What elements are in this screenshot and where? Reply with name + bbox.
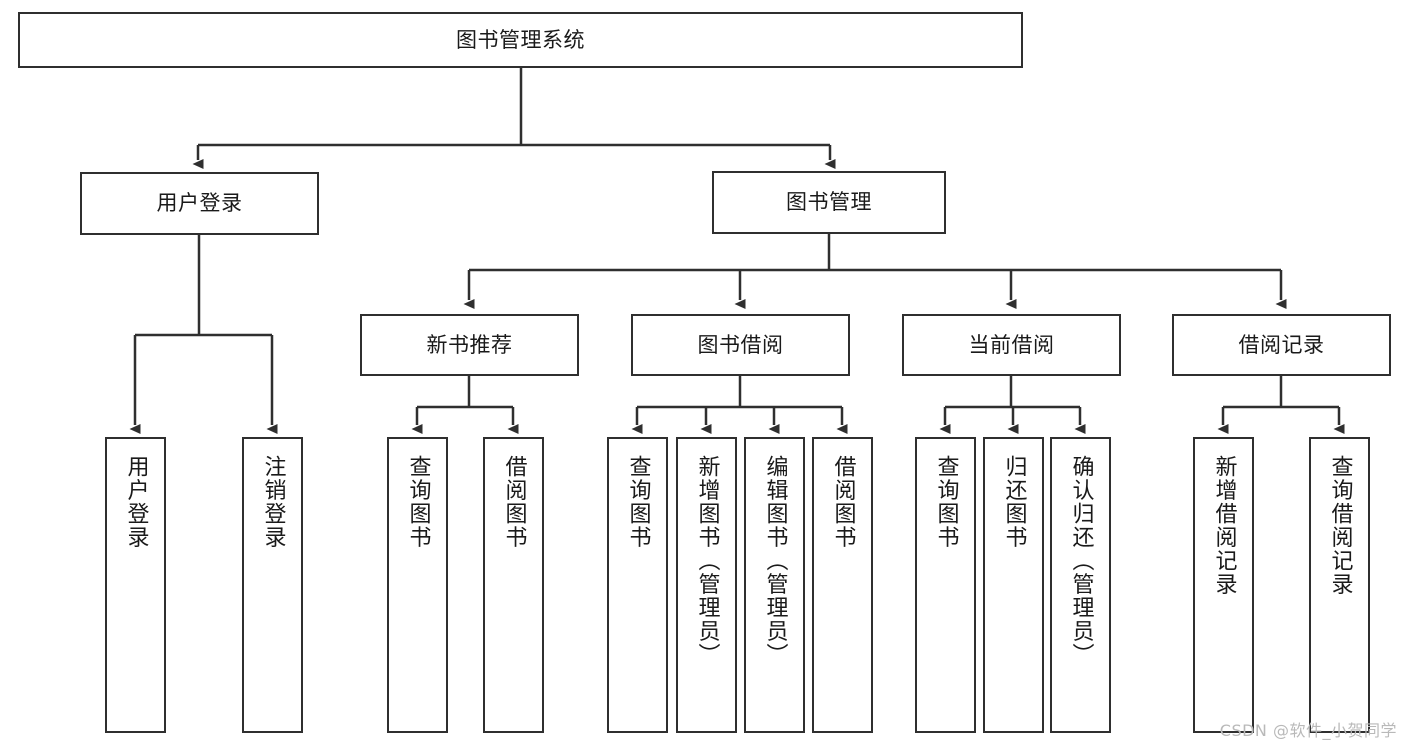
edge-borrow-to-leaves [631,375,848,434]
node-label: 查询图书 [933,455,959,549]
node-root-system[interactable]: 图书管理系统 [18,12,1023,68]
edge-user-login-to-leaves [129,235,278,434]
node-label: 归还图书 [1001,455,1027,549]
node-label: 借阅图书 [830,455,856,549]
node-borrow-record[interactable]: 借阅记录 [1172,314,1391,376]
leaf-borrow-book-newbook[interactable]: 借阅图书 [483,437,544,733]
leaf-add-borrow-record[interactable]: 新增借阅记录 [1193,437,1254,733]
leaf-return-book[interactable]: 归还图书 [983,437,1044,733]
edge-new-book-to-leaves [411,375,519,434]
leaf-confirm-return-admin[interactable]: 确认归还（管理员） [1050,437,1111,733]
leaf-borrow-book[interactable]: 借阅图书 [812,437,873,733]
edge-current-borrow-to-leaves [939,375,1086,434]
node-label: 当前借阅 [968,332,1055,357]
node-label: 图书管理 [786,190,872,215]
leaf-query-borrow-record[interactable]: 查询借阅记录 [1309,437,1370,733]
node-label: 查询图书 [625,455,651,549]
leaf-query-book-newbook[interactable]: 查询图书 [387,437,448,733]
node-label: 用户登录 [123,455,149,549]
node-label: 用户登录 [156,191,243,216]
watermark-text: CSDN @软件_小贺同学 [1219,721,1397,740]
node-new-book-recommend[interactable]: 新书推荐 [360,314,579,376]
edge-borrow-record-to-leaves [1217,375,1345,434]
leaf-query-book-borrow[interactable]: 查询图书 [607,437,668,733]
node-book-borrow[interactable]: 图书借阅 [631,314,850,376]
leaf-query-book-current[interactable]: 查询图书 [915,437,976,733]
leaf-logout[interactable]: 注销登录 [242,437,303,733]
node-current-borrow[interactable]: 当前借阅 [902,314,1121,376]
node-label: 借阅图书 [501,455,527,549]
node-label: 确认归还（管理员） [1068,455,1094,667]
edge-book-mgmt-to-level3 [463,233,1287,309]
node-label: 查询借阅记录 [1327,455,1353,596]
node-label: 注销登录 [260,455,286,549]
node-label: 图书管理系统 [456,27,585,52]
node-label: 新书推荐 [426,332,513,357]
node-label: 编辑图书（管理员） [762,455,788,667]
node-label: 借阅记录 [1238,332,1325,357]
node-label: 查询图书 [405,455,431,549]
node-label: 新增借阅记录 [1211,455,1237,596]
node-book-management[interactable]: 图书管理 [712,171,946,234]
leaf-edit-book-admin[interactable]: 编辑图书（管理员） [744,437,805,733]
node-label: 图书借阅 [697,332,784,357]
node-label: 新增图书（管理员） [694,455,720,667]
node-user-login[interactable]: 用户登录 [80,172,319,235]
edge-root-to-level2 [192,68,836,169]
leaf-add-book-admin[interactable]: 新增图书（管理员） [676,437,737,733]
leaf-user-login[interactable]: 用户登录 [105,437,166,733]
